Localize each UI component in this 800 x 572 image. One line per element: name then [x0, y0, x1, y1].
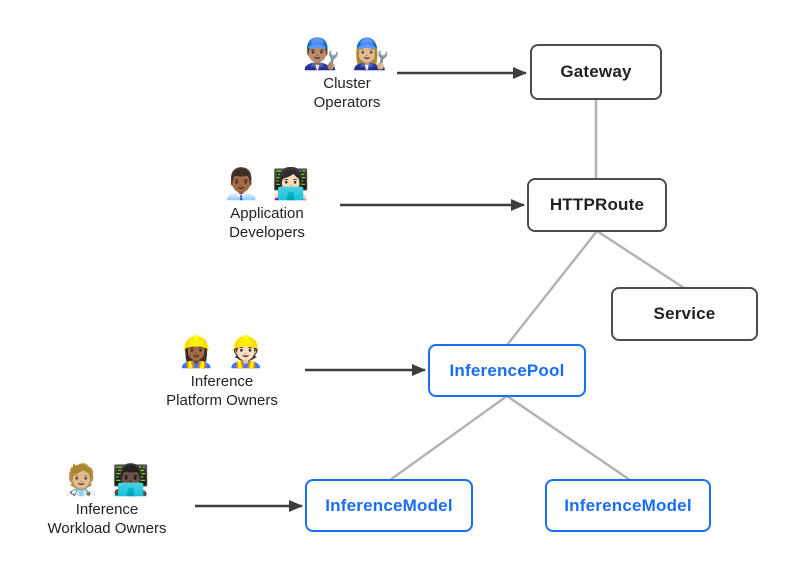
health-worker-technologist-emoji-pair: 🧑🏼‍⚕️ 👨🏿‍💻 — [62, 464, 152, 497]
node-label: InferencePool — [449, 360, 565, 380]
connector-inferencepool-inferencemodel-1 — [389, 394, 508, 482]
node-label: Service — [653, 304, 716, 323]
node-inferencemodel-1: InferenceModel — [305, 479, 473, 532]
node-label: Gateway — [560, 62, 632, 81]
actor-label: Inference — [190, 373, 254, 390]
actor-inference-workload-owners: 🧑🏼‍⚕️ 👨🏿‍💻 Inference Workload Owners — [17, 462, 197, 538]
actor-label: Inference — [75, 501, 139, 518]
node-httproute: HTTPRoute — [527, 178, 667, 232]
construction-workers-emoji-pair: 👷🏾‍♀️ 👷🏻 — [177, 336, 267, 369]
node-label: InferenceModel — [564, 495, 692, 515]
node-label: HTTPRoute — [549, 195, 645, 214]
actor-label: Workload Owners — [47, 520, 167, 537]
actor-label: Cluster — [323, 75, 371, 92]
actor-inference-platform-owners: 👷🏾‍♀️ 👷🏻 Inference Platform Owners — [132, 334, 312, 410]
mechanics-emoji-pair: 👨🏽‍🔧 👩🏼‍🔧 — [302, 38, 392, 71]
actor-application-developers: 👨🏾‍💼 👩🏻‍💻 Application Developers — [187, 166, 347, 242]
node-service: Service — [611, 287, 758, 341]
node-label: InferenceModel — [325, 495, 453, 515]
node-inferencepool: InferencePool — [428, 344, 586, 397]
office-worker-technologist-emoji-pair: 👨🏾‍💼 👩🏻‍💻 — [222, 168, 312, 201]
actor-label: Platform Owners — [166, 392, 278, 409]
node-inferencemodel-2: InferenceModel — [545, 479, 711, 532]
actor-cluster-operators: 👨🏽‍🔧 👩🏼‍🔧 Cluster Operators — [267, 36, 427, 112]
connector-httproute-service — [596, 229, 685, 290]
actor-label: Operators — [313, 94, 381, 111]
node-gateway: Gateway — [530, 44, 662, 100]
connector-inferencepool-inferencemodel-2 — [506, 394, 631, 482]
actor-label: Developers — [229, 224, 305, 241]
actor-label: Application — [230, 205, 304, 222]
connector-httproute-inferencepool — [506, 230, 598, 346]
